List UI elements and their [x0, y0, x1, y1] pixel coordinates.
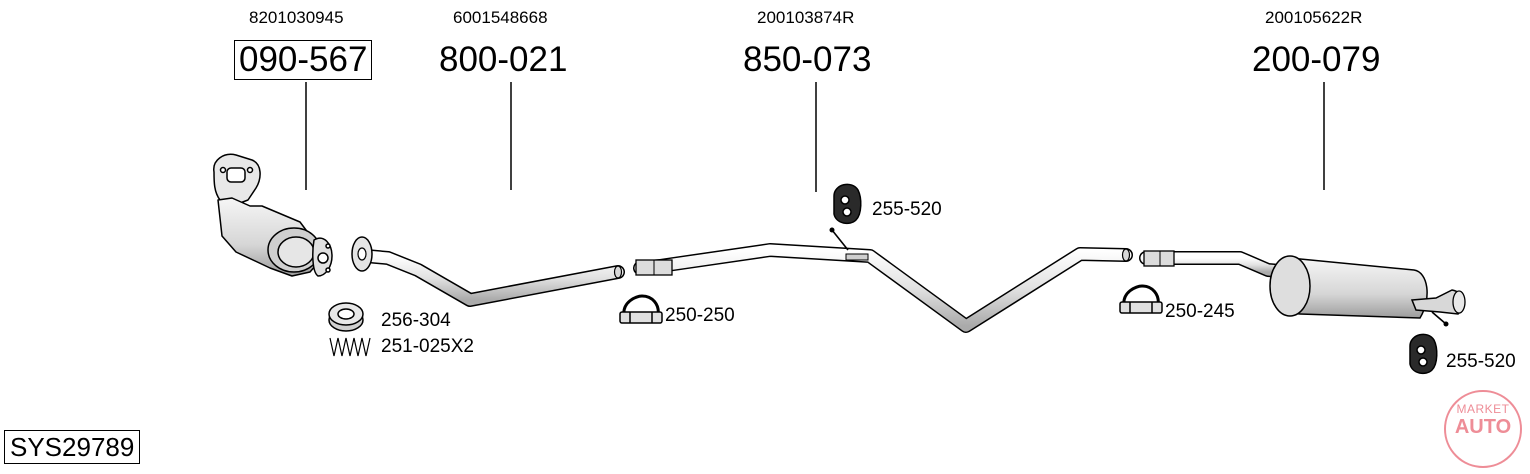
system-code-label: SYS29789 — [4, 430, 141, 464]
rear-silencer — [1139, 250, 1466, 327]
pipe-clamp-icon — [619, 294, 663, 324]
gasket-ring-icon — [328, 302, 364, 332]
part-number-label[interactable]: 800-021 — [439, 40, 568, 79]
oem-number-label: 6001548668 — [453, 8, 548, 27]
catalytic-converter — [213, 153, 333, 277]
front-pipe — [351, 236, 625, 307]
pipe-clamp-icon — [1119, 284, 1163, 314]
oem-number-label: 200103874R — [757, 8, 855, 27]
logo-line2: AUTO — [1454, 416, 1512, 438]
accessory-label[interactable]: 255-520 — [1446, 351, 1516, 372]
accessory-label[interactable]: 250-250 — [665, 305, 735, 326]
logo-line1: MARKET — [1456, 402, 1510, 416]
accessory-label[interactable]: 251-025X2 — [381, 336, 474, 357]
rubber-hanger-icon — [1409, 333, 1438, 375]
oem-number-label: 200105622R — [1265, 8, 1363, 27]
middle-pipe — [633, 227, 1133, 333]
rubber-hanger-icon — [833, 183, 862, 225]
market-auto-logo: MARKET AUTO — [1444, 390, 1522, 468]
accessory-label[interactable]: 250-245 — [1165, 301, 1235, 322]
part-number-label[interactable]: 850-073 — [743, 40, 872, 79]
part-number-label[interactable]: 200-079 — [1252, 40, 1381, 79]
oem-number-label: 8201030945 — [249, 8, 344, 27]
spring-icon — [329, 337, 371, 357]
part-number-label[interactable]: 090-567 — [234, 40, 373, 80]
accessory-label[interactable]: 256-304 — [381, 310, 451, 331]
accessory-label[interactable]: 255-520 — [872, 199, 942, 220]
